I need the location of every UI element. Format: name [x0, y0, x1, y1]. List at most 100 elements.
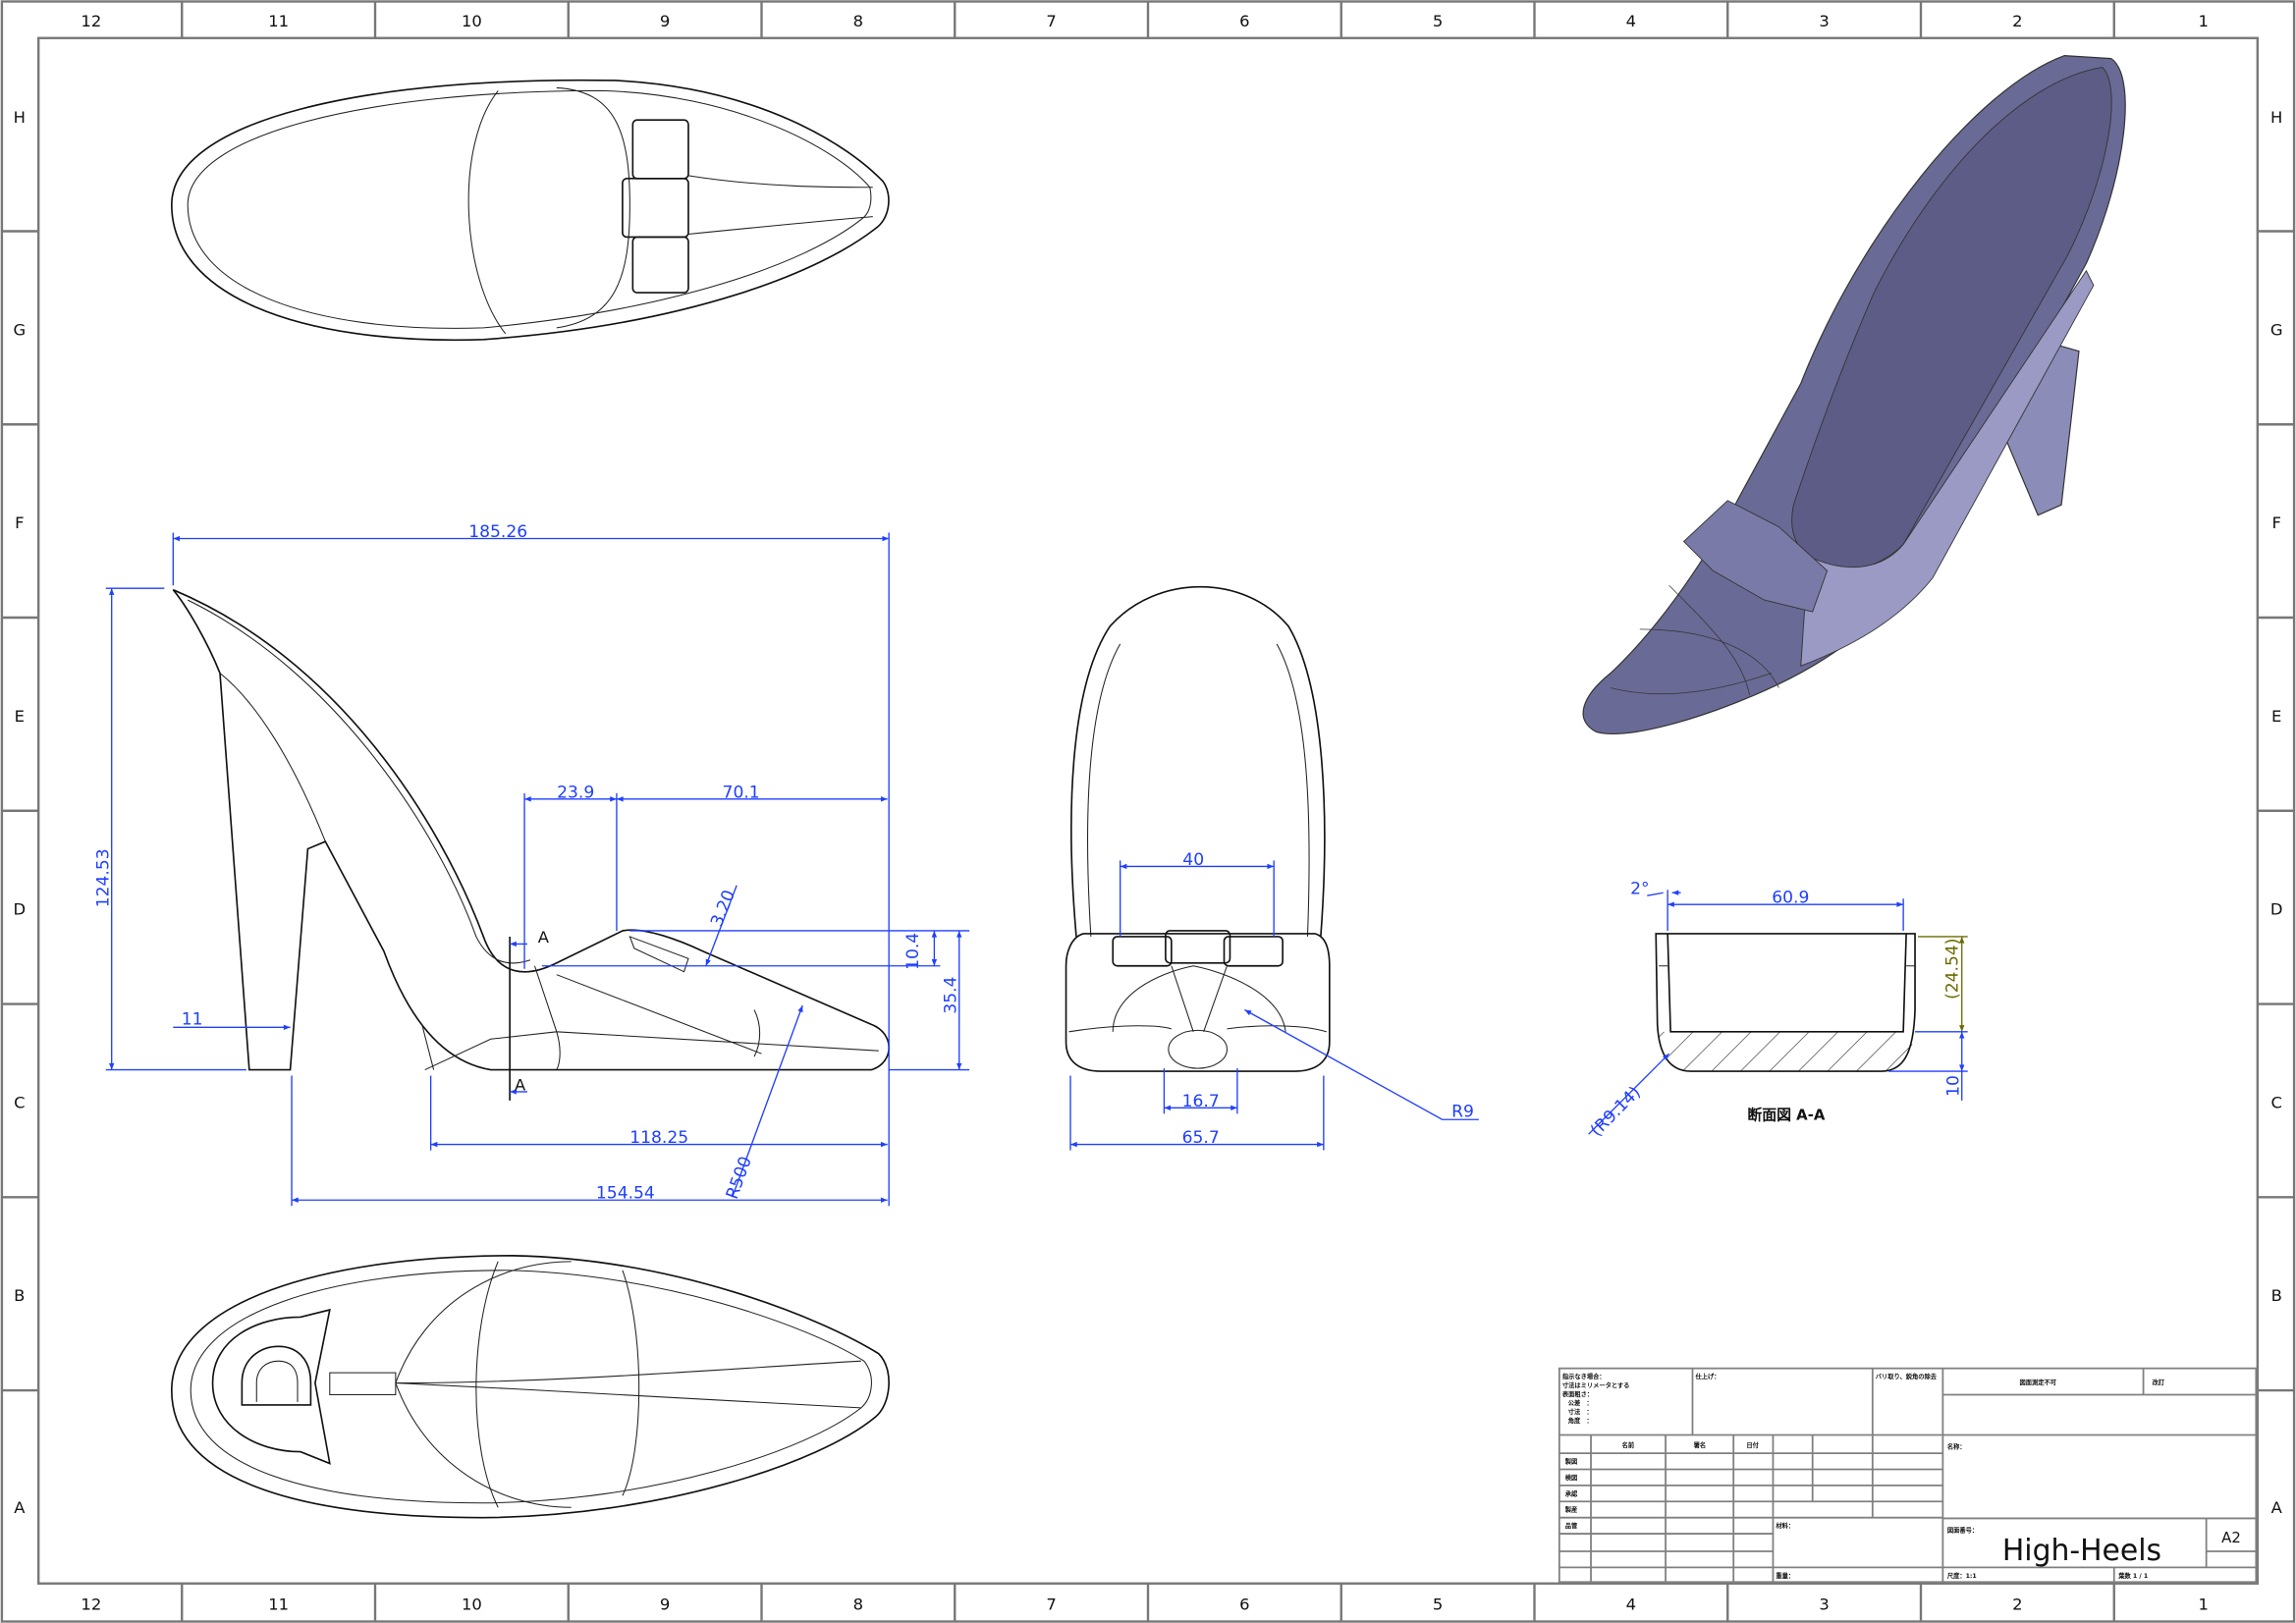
zone-column-label: 1	[2198, 12, 2208, 30]
dim-toe-height: 35.4	[942, 976, 961, 1013]
tb-role-production: 製産	[1564, 1505, 1577, 1514]
dim-front-width: 65.7	[1182, 1128, 1220, 1148]
dim-heel-to-toe: 154.54	[596, 1184, 655, 1204]
zone-column-label: 2	[2012, 1596, 2022, 1614]
zone-column-label: 3	[1819, 1596, 1829, 1614]
dim-front-radius: R9	[1451, 1102, 1474, 1121]
zone-column-label: 11	[268, 1596, 289, 1614]
tb-revision: 改訂	[2153, 1378, 2165, 1386]
tb-drawing-number: High-Heels	[2002, 1534, 2161, 1568]
zone-row-label: G	[2270, 320, 2283, 339]
bottom-view	[170, 1255, 890, 1519]
dim-sole-length: 118.25	[629, 1128, 688, 1148]
tb-finish: 仕上げ：	[1694, 1372, 1720, 1380]
zone-row-label: E	[2271, 707, 2281, 726]
zone-column-label: 5	[1433, 12, 1443, 30]
dim-heel-tip: 11	[182, 1009, 203, 1029]
zone-row-label: D	[2270, 900, 2283, 919]
section-marker-top: A	[538, 928, 550, 947]
zone-column-label: 4	[1626, 1596, 1636, 1614]
zone-row-label: H	[14, 108, 26, 127]
zone-column-label: 9	[660, 1596, 670, 1614]
dim-bow-thickness: 3.20	[707, 888, 739, 930]
dim-section-width: 60.9	[1772, 889, 1809, 908]
tb-header-signature: 署名	[1693, 1440, 1706, 1449]
dim-vamp-offset: 23.9	[557, 783, 594, 802]
zone-column-label: 3	[1819, 12, 1829, 30]
tb-note-3: 公差 ：	[1568, 1398, 1593, 1407]
front-view-dimensions: 40 16.7 65.7 R9	[1069, 850, 1479, 1151]
zone-column-label: 7	[1046, 12, 1056, 30]
front-view	[1065, 585, 1331, 1072]
side-view: A A	[172, 588, 890, 1101]
tb-scale: 尺度：1:1	[1947, 1571, 1977, 1580]
side-view-dimensions: 185.26 124.53 11 23.9 70.1 3.20 10.4 35.…	[94, 522, 970, 1207]
zone-row-label: H	[2270, 108, 2282, 127]
zone-row-label: A	[14, 1498, 26, 1517]
tb-do-not-scale: 図面測定不可	[2019, 1378, 2056, 1386]
tb-note-4: 寸法 ：	[1568, 1407, 1593, 1416]
tb-name-label: 名称：	[1947, 1442, 1966, 1451]
tb-sheet-size: A2	[2221, 1529, 2241, 1546]
section-view-a-a: 60.9 2° (24.54) 10 (R9.14) 断面図 A-A	[1587, 880, 1968, 1141]
zone-column-label: 1	[2198, 1596, 2208, 1614]
tb-note-1: 寸法はミリメータとする	[1562, 1380, 1630, 1389]
zone-column-label: 5	[1433, 1596, 1443, 1614]
dim-section-angle: 2°	[1630, 880, 1649, 899]
zone-column-label: 10	[462, 1596, 482, 1614]
dim-overall-height: 124.53	[94, 848, 114, 907]
tb-note-0: 指示なき場合：	[1562, 1372, 1606, 1380]
tb-weight-label: 重量：	[1776, 1571, 1794, 1580]
zone-row-label: A	[2271, 1498, 2283, 1517]
zone-row-label: F	[2271, 514, 2280, 532]
zone-column-label: 2	[2012, 12, 2022, 30]
tb-note-2: 表面粗さ：	[1562, 1389, 1593, 1398]
zone-column-label: 4	[1626, 12, 1636, 30]
zone-row-label: D	[13, 900, 26, 919]
zone-column-label: 10	[462, 12, 482, 30]
dim-section-radius: (R9.14)	[1587, 1083, 1645, 1141]
zone-column-label: 6	[1239, 1596, 1249, 1614]
zone-column-label: 11	[268, 12, 289, 30]
dim-front-toe-width: 16.7	[1182, 1092, 1220, 1111]
zone-column-label: 8	[853, 12, 863, 30]
dim-overall-length: 185.26	[468, 522, 527, 542]
zone-row-label: C	[14, 1093, 25, 1111]
isometric-shaded-view	[1582, 55, 2126, 734]
dim-front-bow-width: 40	[1182, 850, 1204, 870]
title-block: 指示なき場合： 寸法はミリメータとする 表面粗さ： 公差 ： 寸法 ： 角度 ：…	[1558, 1367, 2258, 1584]
dim-section-sole: 10	[1944, 1075, 1964, 1097]
tb-role-checker: 検図	[1565, 1473, 1577, 1482]
tb-header-name: 名前	[1622, 1440, 1635, 1449]
zone-column-label: 12	[81, 12, 101, 30]
zone-column-label: 12	[81, 1596, 101, 1614]
dim-sole-radius: R500	[723, 1154, 756, 1202]
tb-drawing-number-label: 図面番号：	[1947, 1526, 1978, 1535]
zone-row-label: E	[15, 707, 25, 726]
dim-bow-height: 10.4	[903, 933, 923, 970]
zone-row-label: C	[2270, 1093, 2281, 1111]
tb-deburr: バリ取り、鋭角の除去	[1876, 1372, 1938, 1380]
top-view	[170, 79, 890, 342]
zone-column-label: 6	[1239, 12, 1249, 30]
tb-material-label: 材料：	[1776, 1521, 1794, 1530]
section-marker-bottom: A	[515, 1075, 526, 1094]
tb-note-5: 角度 ：	[1568, 1416, 1593, 1425]
zone-column-label: 9	[660, 12, 670, 30]
dim-section-depth: (24.54)	[1942, 939, 1962, 1000]
zone-column-label: 7	[1046, 1596, 1056, 1614]
zone-row-label: B	[14, 1286, 25, 1305]
tb-sheet-count: 葉数 1 / 1	[2117, 1571, 2148, 1580]
dim-vamp-length: 70.1	[723, 783, 760, 802]
tb-header-date: 日付	[1746, 1440, 1759, 1449]
zone-row-label: G	[13, 320, 26, 339]
tb-role-drafter: 製図	[1564, 1457, 1577, 1466]
zone-column-label: 8	[853, 1596, 863, 1614]
zone-row-label: B	[2271, 1286, 2282, 1305]
zone-row-label: F	[15, 514, 24, 532]
tb-role-quality: 品管	[1565, 1521, 1578, 1530]
